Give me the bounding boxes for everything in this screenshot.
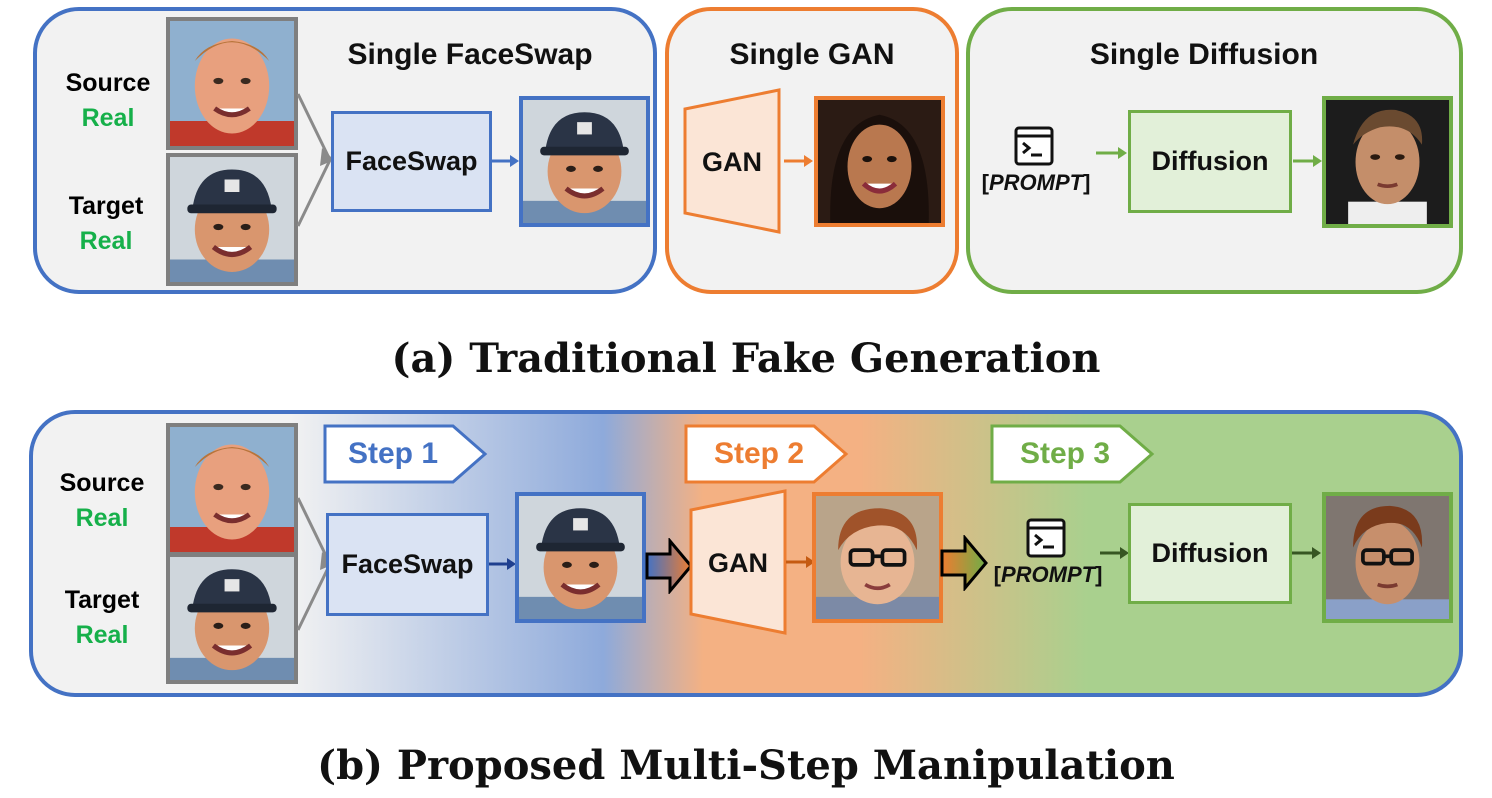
- terminal-icon: [1014, 126, 1054, 166]
- step-transition-arrow-1: [645, 538, 693, 594]
- source-text: Source: [65, 69, 151, 97]
- target-face-image: [166, 153, 298, 286]
- step3-tag: [990, 424, 1155, 484]
- target-text: Target: [68, 192, 144, 220]
- step-transition-arrow-2: [940, 535, 988, 591]
- b-diffusion-output-arrow: [1292, 547, 1321, 559]
- diffusion-block: Diffusion: [1128, 110, 1292, 213]
- b-prompt-arrow: [1100, 547, 1129, 559]
- source-real-tag: Real: [81, 104, 135, 132]
- step1-tag: [323, 424, 488, 484]
- step2-tag: [684, 424, 849, 484]
- caption-a: (a) Traditional Fake Generation: [391, 335, 1101, 382]
- b-source-real-tag: Real: [75, 504, 129, 532]
- b-target-text: Target: [64, 586, 140, 614]
- b-target-real-tag: Real: [75, 621, 129, 649]
- gan-block-label: GAN: [702, 146, 762, 177]
- b-target-face-image: [166, 553, 298, 684]
- single-diffusion-title: Single Diffusion: [1089, 38, 1319, 71]
- b-diffusion-block: Diffusion: [1128, 503, 1292, 604]
- gan-trapezoid: [683, 88, 781, 234]
- b-terminal-icon: [1026, 518, 1066, 558]
- b-source-face-image: [166, 423, 298, 556]
- b-prompt-label: [PROMPT]: [993, 562, 1103, 587]
- gan-output-image: [814, 96, 945, 227]
- b-gan-output-image: [812, 492, 943, 623]
- faceswap-block: FaceSwap: [331, 111, 492, 212]
- diffusion-output-arrow: [1293, 155, 1322, 167]
- b-diffusion-output-image: [1322, 492, 1453, 623]
- b-source-label: Source Real: [42, 466, 162, 536]
- prompt-text: PROMPT: [988, 170, 1084, 195]
- caption-b: (b) Proposed Multi-Step Manipulation: [317, 742, 1175, 789]
- source-face-image: [166, 17, 298, 150]
- prompt-arrow: [1096, 147, 1127, 159]
- b-gan-block-label: GAN: [708, 547, 768, 578]
- b-faceswap-output-arrow: [489, 558, 516, 570]
- faceswap-output-arrow: [492, 155, 519, 167]
- target-real-tag: Real: [79, 227, 133, 255]
- single-faceswap-title: Single FaceSwap: [347, 38, 593, 71]
- target-label: Target Real: [46, 189, 166, 259]
- b-gan-output-arrow: [786, 556, 815, 568]
- faceswap-output-image: [519, 96, 650, 227]
- merge-arrows: [296, 93, 334, 227]
- b-gan-trapezoid: [689, 489, 787, 635]
- single-gan-title: Single GAN: [729, 38, 895, 71]
- source-label: Source Real: [48, 66, 168, 136]
- step1-label: Step 1: [347, 437, 439, 470]
- step3-label: Step 3: [1019, 437, 1111, 470]
- b-faceswap-block: FaceSwap: [326, 513, 489, 616]
- gan-output-arrow: [784, 155, 813, 167]
- step2-label: Step 2: [713, 437, 805, 470]
- b-target-label: Target Real: [42, 583, 162, 653]
- b-faceswap-output-image: [515, 492, 646, 623]
- prompt-label: [PROMPT]: [981, 170, 1091, 195]
- b-prompt-text: PROMPT: [1000, 562, 1096, 587]
- b-source-text: Source: [59, 469, 145, 497]
- diffusion-output-image: [1322, 96, 1453, 228]
